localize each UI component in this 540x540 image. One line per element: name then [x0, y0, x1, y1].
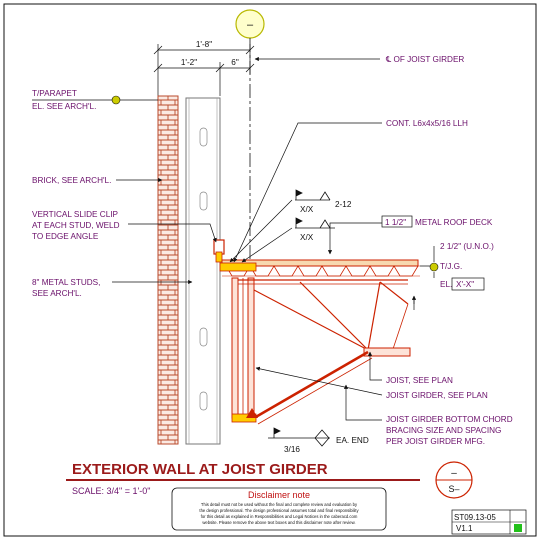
weld-symbols: [268, 189, 335, 447]
sheet-border: [3, 3, 537, 537]
label-parapet-line1: T/PARAPET: [32, 89, 77, 98]
weld-bottom-size: 3/16: [284, 445, 300, 454]
label-parapet-line2: EL. SEE ARCH'L.: [32, 102, 96, 111]
metal-stud-wall: [185, 97, 221, 445]
label-clip-line3: TO EDGE ANGLE: [32, 232, 99, 241]
detail-bubble-top: –: [451, 468, 457, 479]
weld-upper-size: X/X: [300, 205, 314, 214]
label-chord-line1: JOIST GIRDER BOTTOM CHORD: [386, 415, 513, 424]
label-el-value: X'-X": [456, 280, 474, 289]
detail-bubble: – S–: [435, 461, 473, 499]
status-badge: [514, 524, 522, 532]
label-cont-angle: CONT. L6x4x5/16 LLH: [386, 119, 468, 128]
weld-bottom-note: EA. END: [336, 436, 369, 445]
label-clip-line1: VERTICAL SLIDE CLIP: [32, 210, 119, 219]
dim-overall: 1'-8": [196, 40, 212, 49]
label-deck-text: METAL ROOF DECK: [415, 218, 493, 227]
label-chord-line3: PER JOIST GIRDER MFG.: [386, 437, 485, 446]
disclaimer-heading: Disclaimer note: [248, 490, 310, 500]
vertical-slide-clip: [213, 239, 225, 263]
joist-girder: [231, 277, 411, 425]
disclaimer-line4: website. Please remove the above text bo…: [202, 520, 355, 525]
metal-roof-deck: [219, 259, 420, 277]
reference-version: V1.1: [456, 524, 473, 533]
label-deck-depth: 2 1/2" (U.N.O.): [440, 242, 494, 251]
dimension-strings: [153, 44, 255, 96]
label-joist: JOIST, SEE PLAN: [386, 376, 453, 385]
label-clip-line2: AT EACH STUD, WELD: [32, 221, 120, 230]
label-deck-size: 1 1/2": [385, 218, 406, 227]
dim-left: 1'-2": [181, 58, 197, 67]
label-chord-line2: BRACING SIZE AND SPACING: [386, 426, 501, 435]
detail-bubble-bottom: S–: [448, 484, 459, 494]
detail-scale: SCALE: 3/4" = 1'-0": [72, 486, 150, 496]
disclaimer-line2: the design professional. The design prof…: [199, 508, 359, 513]
label-tjg: T/J.G.: [440, 262, 462, 271]
grid-bubble-label: –: [247, 19, 254, 31]
disclaimer-box: Disclaimer note This detail must not be …: [171, 487, 387, 531]
label-joist-girder: JOIST GIRDER, SEE PLAN: [386, 391, 488, 400]
grid-line-marker: –: [235, 9, 265, 262]
leader-lines: [32, 56, 438, 421]
dim-right: 6": [231, 58, 239, 67]
detail-title: EXTERIOR WALL AT JOIST GIRDER: [72, 461, 328, 478]
weld-lower-size: X/X: [300, 233, 314, 242]
brick-veneer: [157, 95, 179, 445]
label-el-prefix: EL.: [440, 280, 452, 289]
weld-upper-spacing: 2-12: [335, 200, 352, 209]
disclaimer-line1: This detail must not be used without the…: [201, 502, 358, 507]
reference-number: ST09.13-05: [454, 513, 496, 522]
label-studs-line2: SEE ARCH'L.: [32, 289, 82, 298]
deck-size-box: [381, 215, 413, 228]
disclaimer-line3: for this detail as explained in Responsi…: [201, 514, 358, 519]
reference-block: ST09.13-05 V1.1: [451, 509, 527, 535]
label-studs-line1: 8" METAL STUDS,: [32, 278, 100, 287]
label-brick: BRICK, SEE ARCH'L.: [32, 176, 111, 185]
tjg-elevation-marker: [429, 262, 439, 272]
label-cl-joist-girder: ℄ OF JOIST GIRDER: [385, 55, 464, 64]
elevation-value-box: [451, 277, 485, 291]
parapet-elevation-marker: [111, 95, 121, 105]
